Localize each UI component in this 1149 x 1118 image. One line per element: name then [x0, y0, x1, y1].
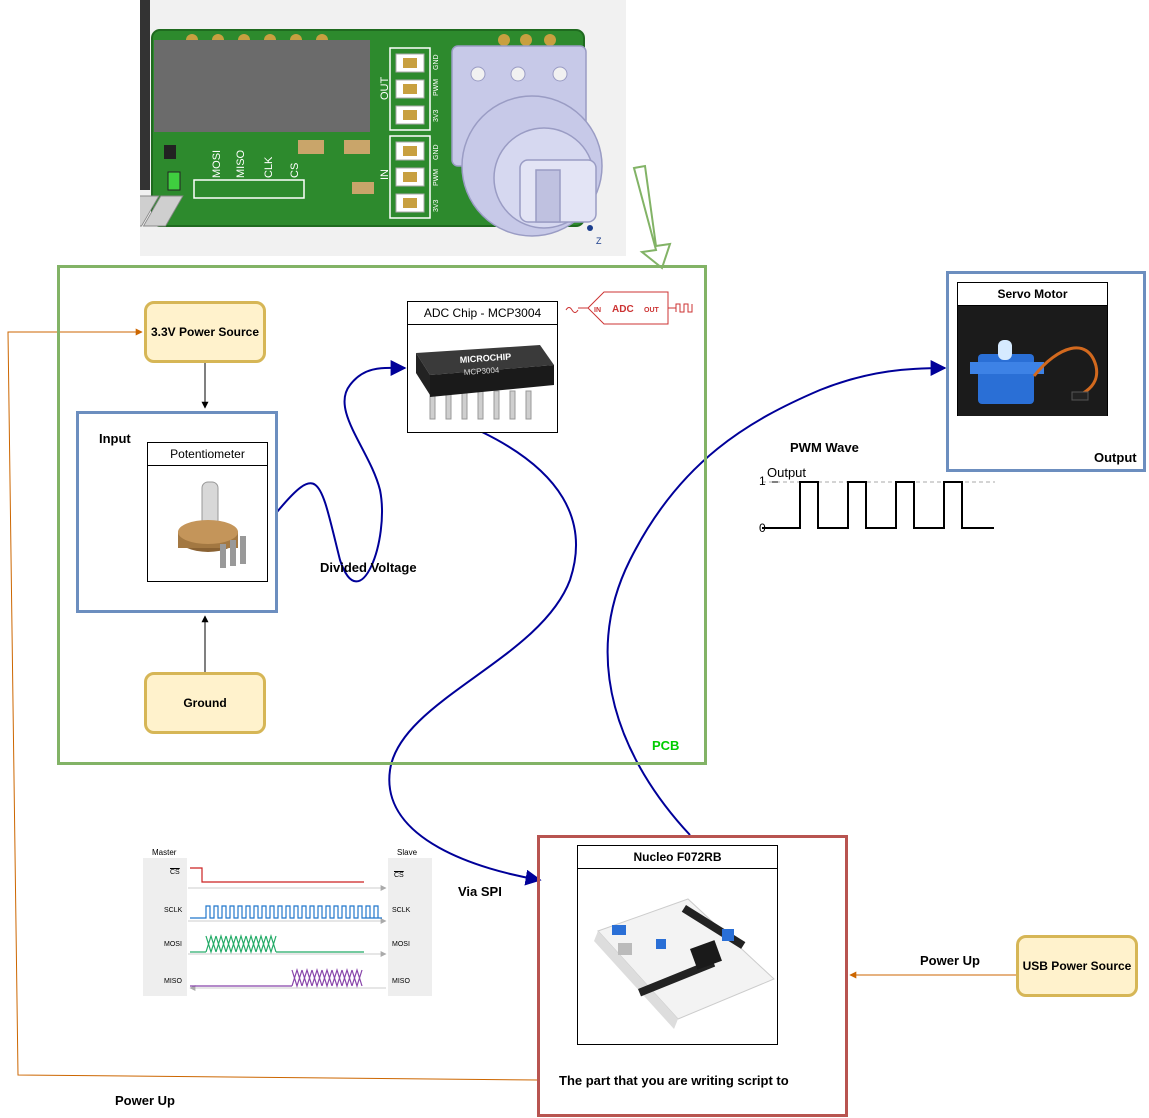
adc-chip-title: ADC Chip - MCP3004	[408, 302, 557, 325]
adc-chip-brand: MICROCHIP	[459, 351, 511, 365]
nucleo-caption: The part that you are writing script to	[559, 1073, 789, 1088]
pcb-container	[57, 265, 707, 765]
pwm-y-high: 1	[759, 474, 766, 488]
pcb-out-pin-3v3: 3V3	[433, 109, 440, 122]
input-label: Input	[99, 431, 131, 446]
adc-symbol-in: IN	[594, 307, 601, 314]
divided-voltage-label: Divided Voltage	[320, 560, 417, 575]
power-up-right-label: Power Up	[920, 953, 980, 968]
adc-chip-image: MICROCHIP MCP3004	[416, 345, 554, 420]
pcb-label: PCB	[652, 738, 680, 753]
adc-symbol	[565, 291, 693, 325]
adc-chip-card[interactable]: ADC Chip - MCP3004 MICROCHIP MCP3004	[407, 301, 558, 433]
pwm-wave-label: PWM Wave	[790, 440, 859, 455]
nucleo-card[interactable]: Nucleo F072RB	[577, 845, 778, 1045]
ground-node[interactable]: Ground	[144, 672, 266, 734]
pcb-out-pin-pwm: PWM	[433, 79, 440, 96]
potentiometer-card[interactable]: Potentiometer	[147, 442, 268, 582]
spi-slave-miso: MISO	[392, 978, 410, 985]
pcb-pointer-arrow	[632, 164, 672, 270]
pcb-in-pin-pwm: PWM	[433, 169, 440, 186]
pcb-pin-mosi: MOSI	[211, 150, 223, 178]
servo-motor-card[interactable]: Servo Motor	[957, 282, 1108, 416]
pcb-in-pin-gnd: GND	[433, 144, 440, 160]
adc-symbol-labels: IN ADC OUT	[594, 304, 660, 315]
power-up-left-label: Power Up	[115, 1093, 175, 1108]
adc-symbol-center: ADC	[612, 304, 634, 315]
servo-motor-image	[958, 306, 1107, 416]
spi-slave-cs: CS	[394, 872, 404, 879]
pcb-in-label: IN	[379, 169, 391, 180]
potentiometer-title: Potentiometer	[148, 443, 267, 466]
spi-slave-sclk: SCLK	[392, 907, 411, 914]
pcb-pin-miso: MISO	[235, 149, 247, 178]
pcb-axis-label: Z	[596, 236, 602, 246]
usb-power-source[interactable]: USB Power Source	[1016, 935, 1138, 997]
pcb-render: MOSI MISO CLK CS OUT IN GND PWM 3V3 GND …	[46, 0, 626, 256]
nucleo-container	[537, 835, 848, 1117]
pwm-waveform	[762, 481, 995, 529]
pwm-legend: Output	[767, 465, 807, 480]
pwm-y-low: 0	[759, 521, 766, 535]
spi-slave-label: Slave	[397, 848, 418, 857]
power-source-3v3[interactable]: 3.3V Power Source	[144, 301, 266, 363]
pcb-in-pin-3v3: 3V3	[433, 199, 440, 212]
nucleo-title: Nucleo F072RB	[578, 846, 777, 869]
servo-container	[946, 271, 1146, 472]
pcb-pin-clk: CLK	[263, 156, 275, 178]
spi-master-mosi: MOSI	[164, 941, 182, 948]
servo-output-label: Output	[1094, 450, 1137, 465]
adc-chip-part: MCP3004	[464, 365, 501, 376]
spi-master-label: Master	[152, 848, 177, 857]
pcb-out-pin-gnd: GND	[433, 54, 440, 70]
servo-motor-title: Servo Motor	[958, 283, 1107, 306]
input-container	[76, 411, 278, 613]
nucleo-board-image	[594, 898, 775, 1029]
spi-master-cs: CS	[170, 869, 180, 876]
spi-master-miso: MISO	[164, 978, 182, 985]
adc-symbol-out: OUT	[644, 307, 660, 314]
pcb-pin-cs: CS	[289, 163, 301, 178]
spi-master-sclk: SCLK	[164, 907, 183, 914]
spi-timing-diagram	[143, 858, 432, 996]
pcb-out-label: OUT	[379, 77, 391, 101]
spi-slave-mosi: MOSI	[392, 941, 410, 948]
potentiometer-image	[178, 481, 246, 568]
via-spi-label: Via SPI	[458, 884, 502, 899]
